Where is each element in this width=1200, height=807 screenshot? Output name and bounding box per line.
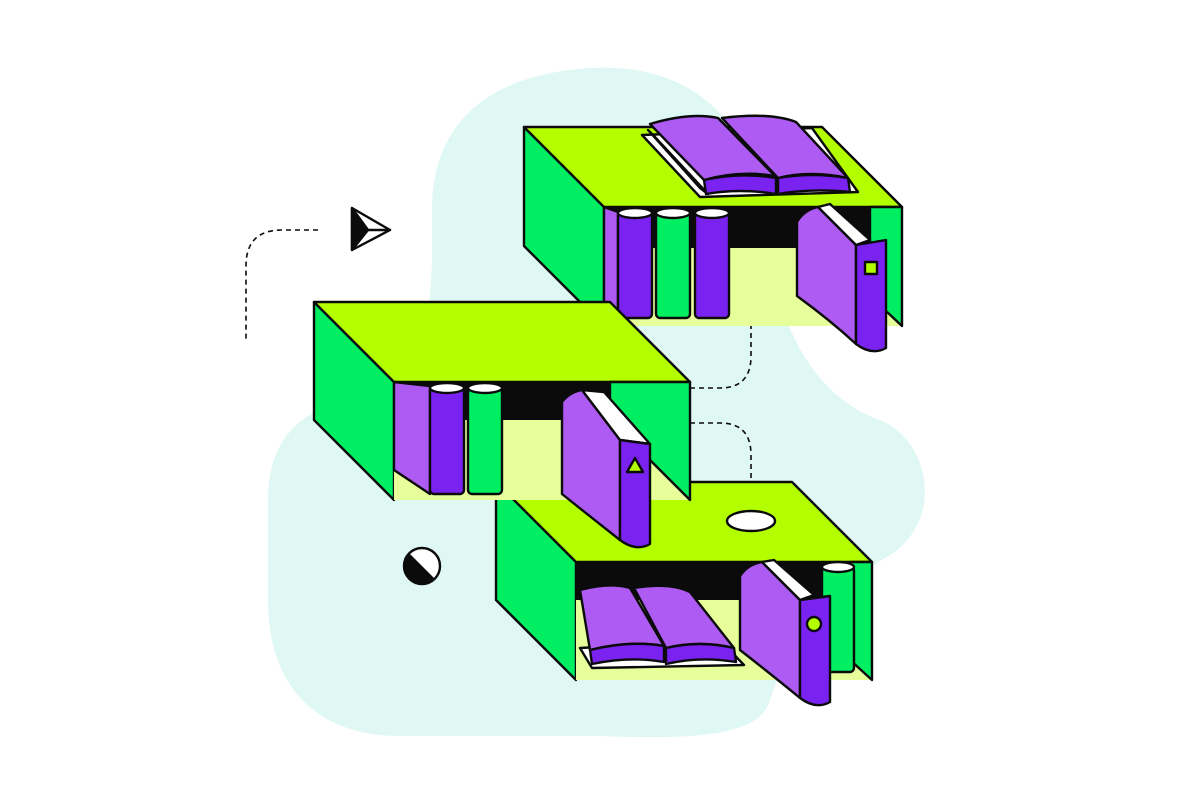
middle-shelf <box>312 300 692 549</box>
bottom-shelf <box>494 480 874 707</box>
hole <box>725 509 777 533</box>
dashed-path <box>245 229 752 520</box>
leaning-book <box>560 388 652 549</box>
square-badge-icon <box>863 260 879 276</box>
open-book <box>578 584 746 670</box>
triangle-badge-icon <box>625 456 645 474</box>
top-shelf <box>522 114 904 353</box>
half-circle-icon <box>402 546 442 586</box>
circle-badge-icon <box>805 615 823 633</box>
leaning-book <box>738 558 832 707</box>
leaning-book <box>795 202 888 353</box>
paper-plane-icon <box>350 206 392 252</box>
book <box>654 206 692 320</box>
book <box>466 381 504 496</box>
open-book <box>640 114 860 199</box>
book <box>392 380 466 496</box>
book <box>693 206 731 320</box>
